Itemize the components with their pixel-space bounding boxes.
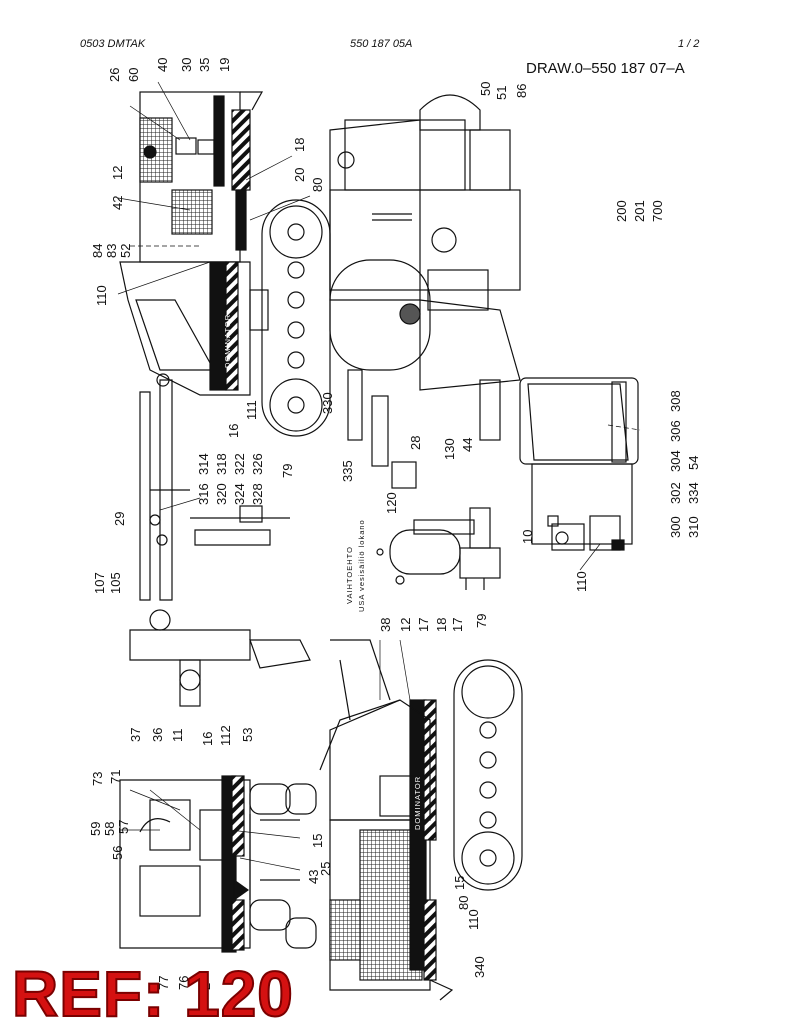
callout-335: 335 bbox=[340, 460, 355, 482]
callout-73: 73 bbox=[90, 772, 105, 786]
callout-57: 57 bbox=[116, 820, 131, 834]
callout-30: 30 bbox=[179, 58, 194, 72]
callout-58: 58 bbox=[102, 822, 117, 836]
callout-12: 12 bbox=[398, 618, 413, 632]
callout-326: 326 bbox=[250, 453, 265, 475]
callout-10: 10 bbox=[520, 530, 535, 544]
callout-17: 17 bbox=[416, 618, 431, 632]
callout-79: 79 bbox=[474, 614, 489, 628]
callout-53: 53 bbox=[240, 728, 255, 742]
callout-29: 29 bbox=[112, 512, 127, 526]
notes: VAIHTOEHTO USA vesisäiliö lokano DOMINAT… bbox=[223, 314, 422, 830]
callout-80: 80 bbox=[310, 178, 325, 192]
callout-310: 310 bbox=[686, 516, 701, 538]
callout-316: 316 bbox=[196, 483, 211, 505]
callout-25: 25 bbox=[318, 862, 333, 876]
callout-105: 105 bbox=[108, 572, 123, 594]
callout-120: 120 bbox=[384, 492, 399, 514]
callout-40: 40 bbox=[155, 58, 170, 72]
callout-201: 201 bbox=[632, 200, 647, 222]
callout-320: 320 bbox=[214, 483, 229, 505]
callout-107: 107 bbox=[92, 572, 107, 594]
callout-71: 71 bbox=[108, 770, 123, 784]
brand-decal-bottom: DOMINATOR bbox=[413, 776, 422, 830]
callout-37: 37 bbox=[128, 728, 143, 742]
cab-front-view bbox=[519, 377, 639, 551]
callout-26: 26 bbox=[107, 68, 122, 82]
callout-77: 77 bbox=[156, 976, 171, 990]
note-usa-water-tank: USA vesisäiliö lokano bbox=[357, 519, 366, 612]
callout-86: 86 bbox=[514, 84, 529, 98]
callout-35: 35 bbox=[197, 58, 212, 72]
callout-80: 80 bbox=[456, 896, 471, 910]
callout-16: 16 bbox=[200, 732, 215, 746]
callout-308: 308 bbox=[668, 390, 683, 412]
callout-18: 18 bbox=[292, 138, 307, 152]
combine-top-view bbox=[119, 91, 521, 489]
callout-50: 50 bbox=[478, 82, 493, 96]
callout-54: 54 bbox=[686, 456, 701, 470]
header-part-number: 550 187 05A bbox=[350, 38, 413, 50]
callout-11: 11 bbox=[170, 729, 185, 743]
callout-700: 700 bbox=[650, 200, 665, 222]
callout-17: 17 bbox=[450, 618, 465, 632]
callout-79: 79 bbox=[280, 464, 295, 478]
brand-decal-top: DOMINATOR bbox=[223, 314, 232, 368]
callout-44: 44 bbox=[460, 438, 475, 452]
callout-110: 110 bbox=[574, 571, 589, 592]
note-vaihtoehto: VAIHTOEHTO bbox=[345, 546, 354, 604]
callout-76: 76 bbox=[176, 976, 191, 990]
callout-112: 112 bbox=[218, 725, 233, 746]
callout-16: 16 bbox=[226, 424, 241, 438]
callout-51: 51 bbox=[494, 86, 509, 100]
callout-83: 83 bbox=[104, 244, 119, 258]
callout-340: 340 bbox=[472, 956, 487, 978]
callout-84: 84 bbox=[90, 244, 105, 258]
callout-labels: 26 60 40 30 35 19 12 42 84 83 52 110 18 … bbox=[88, 58, 701, 990]
callout-43: 43 bbox=[306, 870, 321, 884]
callout-306: 306 bbox=[668, 420, 683, 442]
water-tank-option bbox=[376, 507, 501, 590]
callout-38: 38 bbox=[378, 618, 393, 632]
callout-56: 56 bbox=[110, 846, 125, 860]
callout-302: 302 bbox=[668, 482, 683, 504]
callout-18: 18 bbox=[434, 618, 449, 632]
header-page: 1 / 2 bbox=[678, 38, 700, 50]
callout-318: 318 bbox=[214, 453, 229, 475]
callout-130: 130 bbox=[442, 438, 457, 460]
callout-314: 314 bbox=[196, 453, 211, 475]
drawing-reference: DRAW.0–550 187 07–A bbox=[526, 60, 685, 77]
callout-324: 324 bbox=[232, 483, 247, 505]
callout-15: 15 bbox=[452, 876, 467, 890]
callout-304: 304 bbox=[668, 450, 683, 472]
callout-328: 328 bbox=[250, 483, 265, 505]
callout-36: 36 bbox=[150, 728, 165, 742]
callout-42: 42 bbox=[110, 196, 125, 210]
callout-111: 111 bbox=[244, 400, 259, 420]
callout-2: 2 bbox=[198, 983, 213, 990]
leader-lines bbox=[117, 81, 641, 871]
callout-20: 20 bbox=[292, 168, 307, 182]
callout-12: 12 bbox=[110, 166, 125, 180]
callout-52: 52 bbox=[118, 244, 133, 258]
callout-110: 110 bbox=[94, 285, 109, 306]
ref-badge: REF: 120 bbox=[11, 958, 294, 1030]
header-code: 0503 DMTAK bbox=[80, 38, 146, 50]
callout-59: 59 bbox=[88, 822, 103, 836]
callout-60: 60 bbox=[126, 68, 141, 82]
callout-110: 110 bbox=[466, 909, 481, 930]
callout-19: 19 bbox=[217, 58, 232, 72]
callout-334: 334 bbox=[686, 482, 701, 504]
hydraulic-boom bbox=[129, 373, 311, 707]
callout-322: 322 bbox=[232, 453, 247, 475]
callout-28: 28 bbox=[408, 436, 423, 450]
callout-300: 300 bbox=[668, 516, 683, 538]
combine-bottom-view bbox=[119, 639, 523, 1001]
callout-15: 15 bbox=[310, 834, 325, 848]
callout-330: 330 bbox=[320, 392, 335, 414]
callout-200: 200 bbox=[614, 200, 629, 222]
